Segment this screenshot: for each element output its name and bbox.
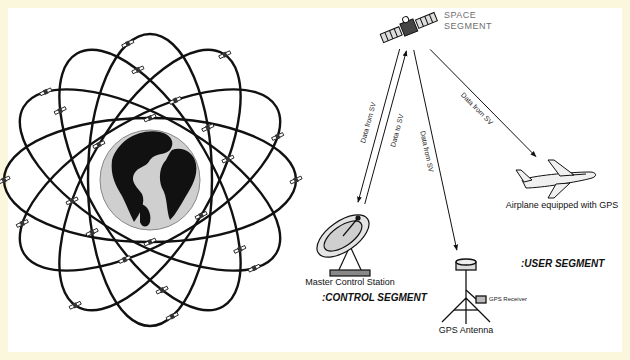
orbit-satellite — [290, 175, 303, 185]
earth-globe — [100, 130, 200, 230]
orbit-satellite — [166, 312, 179, 322]
orbit-satellite — [201, 123, 214, 133]
orbit-satellites — [0, 39, 302, 321]
signal-link — [430, 49, 536, 156]
satellite-node: SPACE SEGMENT — [378, 8, 440, 48]
satellite-icon — [378, 6, 439, 44]
orbit-satellite — [54, 106, 67, 116]
airplane-node: Airplane equipped with GPS — [503, 158, 621, 224]
link-label: Data from SV — [459, 90, 495, 126]
segment-label: :USER SEGMENT — [521, 258, 604, 269]
orbit-satellite — [121, 39, 134, 49]
orbit-satellite — [144, 237, 157, 247]
orbit-satellite — [195, 211, 208, 221]
orbit-satellite — [39, 87, 52, 97]
node-label: SPACE SEGMENT — [444, 10, 508, 32]
dish-antenna-icon — [310, 207, 376, 276]
signal-link — [414, 50, 457, 250]
orbit-satellite — [169, 96, 182, 106]
segment-label: :CONTROL SEGMENT — [322, 292, 427, 303]
signal-link — [365, 51, 407, 204]
orbit-satellite — [156, 285, 169, 295]
orbit-satellite — [0, 175, 10, 185]
orbit-satellite — [92, 140, 105, 150]
orbit-satellite — [118, 255, 131, 265]
gps-antenna-icon — [442, 259, 490, 324]
orbit-satellite — [221, 154, 234, 164]
orbit-satellite — [271, 132, 284, 142]
orbit-satellite — [69, 300, 82, 310]
orbit-satellite — [248, 263, 261, 273]
link-label: Data from SV — [359, 100, 377, 144]
node-label: GPS Antenna — [423, 325, 509, 335]
control-station-node: Master Control Station — [297, 205, 403, 291]
orbit-satellite — [66, 196, 79, 206]
orbit-satellite — [131, 65, 144, 75]
orbit-satellite — [16, 219, 29, 229]
node-label: Master Control Station — [297, 277, 403, 287]
orbit-cage — [0, 23, 307, 338]
orbit-satellite — [86, 228, 99, 238]
link-label: Data to SV — [389, 112, 405, 148]
antenna-node: GPS Antenna — [423, 252, 509, 339]
airplane-icon — [516, 160, 596, 198]
orbit-satellite — [218, 50, 231, 60]
orbit-satellite — [233, 245, 246, 255]
orbit-satellite — [144, 113, 157, 123]
part-label: GPS Receiver — [489, 296, 527, 302]
link-label: Data from SV — [419, 129, 435, 174]
node-label: Airplane equipped with GPS — [503, 200, 621, 210]
